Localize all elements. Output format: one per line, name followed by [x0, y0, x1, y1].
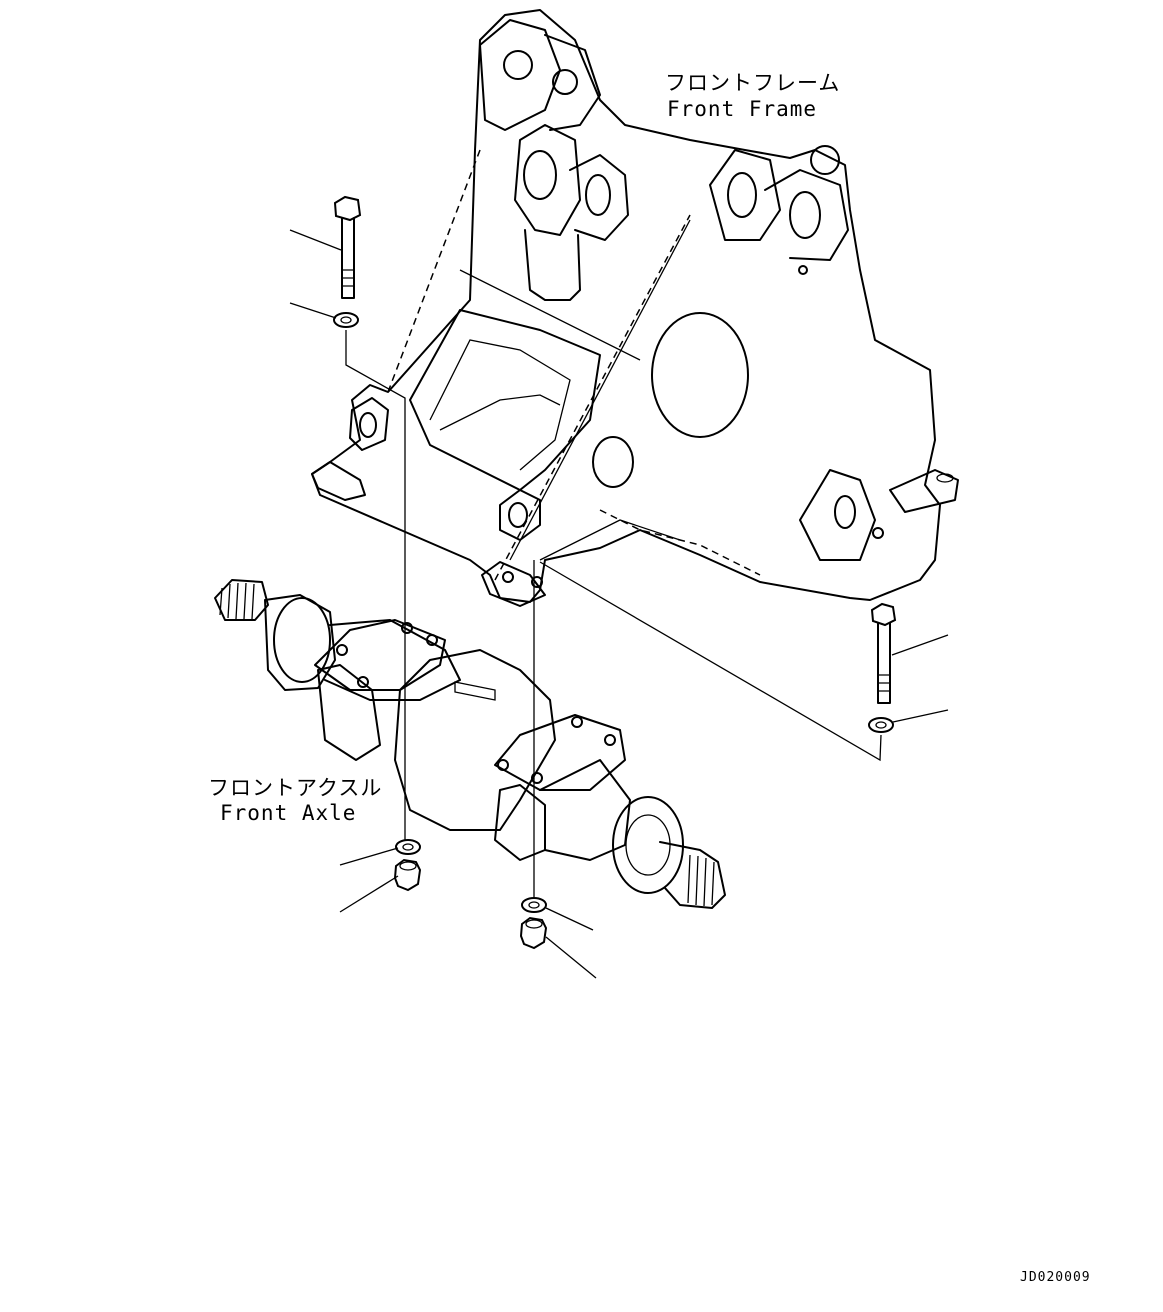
front-axle-drawing	[214, 579, 726, 909]
drawing-code: JD020009	[1020, 1270, 1091, 1285]
front-frame-label-jp: フロントフレーム	[665, 71, 840, 95]
assembly-guide-lines	[345, 330, 882, 898]
washer-upper-left	[333, 312, 359, 328]
front-frame-label-en: Front Frame	[667, 97, 817, 121]
nut-lower-right	[519, 916, 548, 950]
washer-right	[868, 717, 894, 733]
callout-leader-lines	[289, 229, 949, 979]
bolt-right	[870, 602, 897, 704]
front-axle-label-jp: フロントアクスル	[208, 776, 382, 800]
washer-lower-left	[395, 839, 421, 855]
bolt-upper-left	[333, 195, 362, 299]
nut-lower-left	[393, 858, 422, 892]
front-frame-drawing	[311, 9, 959, 607]
front-axle-label-en: Front Axle	[220, 801, 356, 825]
washer-lower-right	[521, 897, 547, 913]
